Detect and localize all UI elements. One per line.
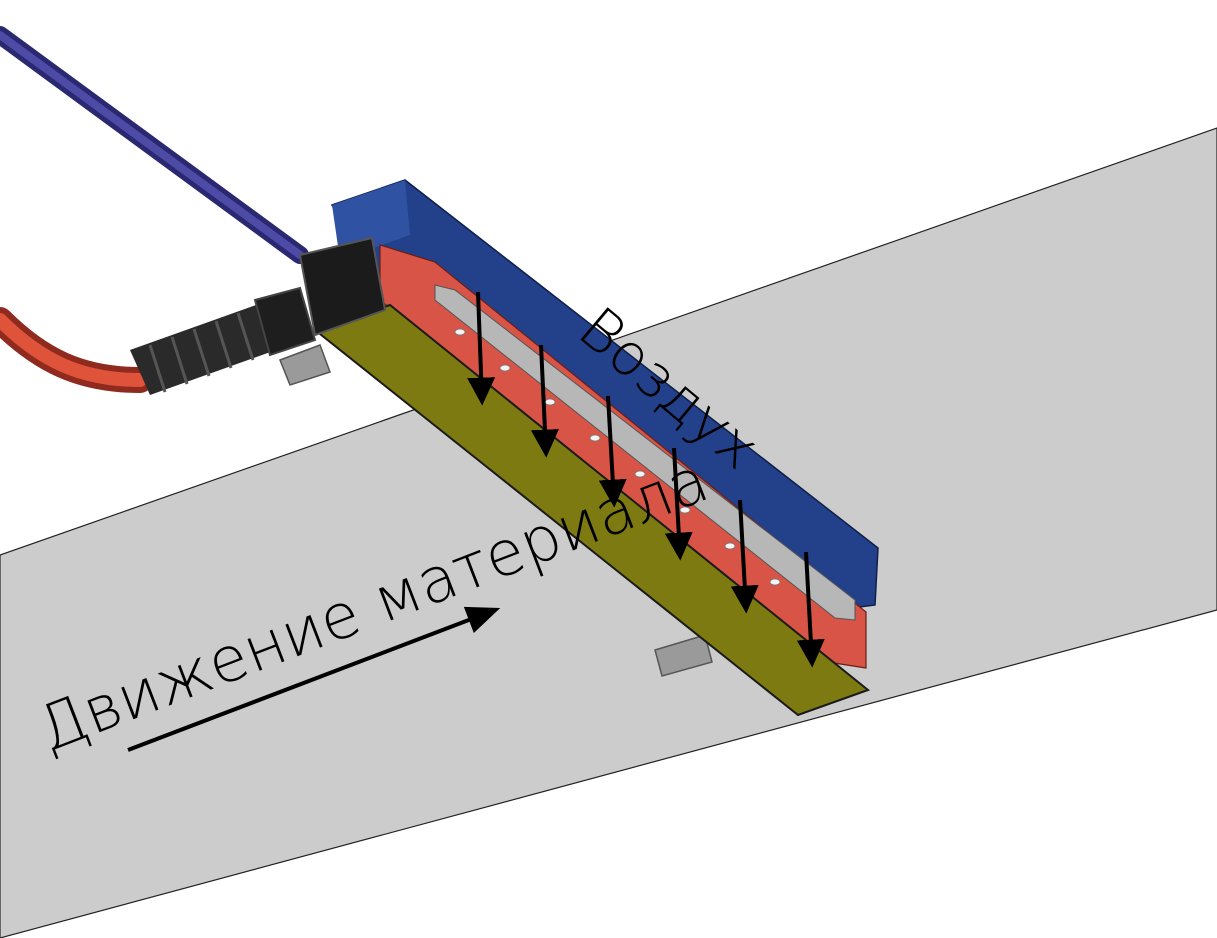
mount-bolt-left: [279, 344, 331, 386]
arrow-down-icon: [598, 395, 627, 508]
connector-icon: [298, 236, 387, 337]
arrow-down-icon: [530, 344, 559, 458]
arrow-down-icon: [467, 291, 496, 406]
air-flow-arrows: [467, 291, 825, 668]
mount-bolt-right: [654, 634, 713, 677]
cable-gland: [130, 286, 317, 395]
arrow-down-icon: [796, 551, 825, 668]
arrow-right-icon: [127, 606, 501, 752]
arrow-down-icon: [730, 499, 759, 614]
arrow-down-icon: [664, 447, 693, 561]
